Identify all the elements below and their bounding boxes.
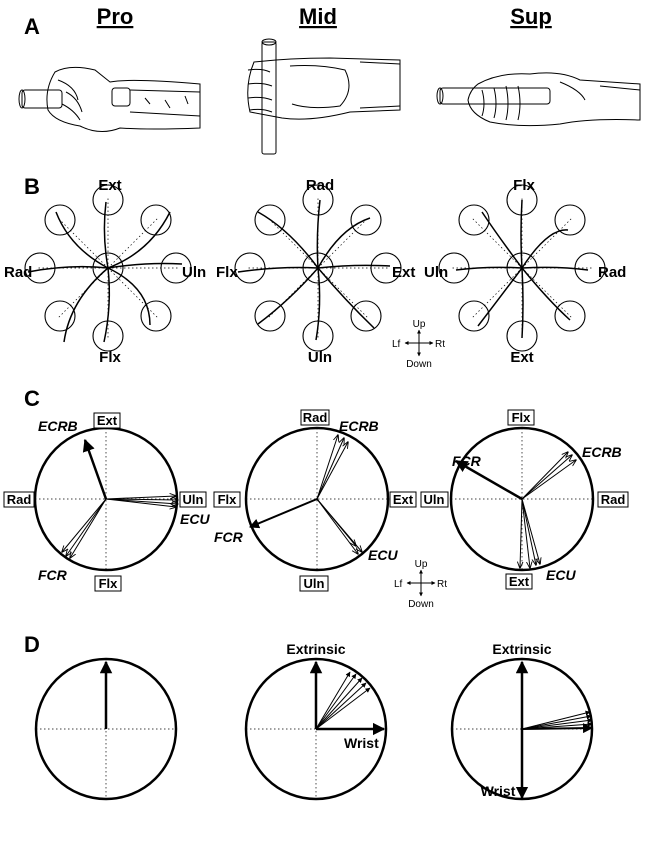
compass-b-down: Down bbox=[406, 359, 432, 370]
sup-label-ecrb: ECRB bbox=[582, 444, 622, 460]
muscle-vectors-mid bbox=[244, 426, 390, 572]
sup-box-up bbox=[507, 409, 535, 426]
sup-label-ecu: ECU bbox=[546, 567, 576, 583]
pro-dir-left: Rad bbox=[4, 264, 32, 281]
sup-box-right bbox=[597, 491, 629, 508]
trajectory-diagram-pronated bbox=[24, 184, 192, 352]
pro-box-up bbox=[93, 412, 121, 429]
compass-c-down: Down bbox=[408, 599, 434, 610]
mid-box-right-text: Ext bbox=[393, 492, 414, 507]
muscle-vectors-pronated bbox=[33, 426, 178, 572]
vector-summary-pronated bbox=[34, 657, 178, 801]
sup-box-down bbox=[505, 573, 533, 590]
pro-box-down bbox=[94, 575, 122, 592]
mid-label-ecu: ECU bbox=[368, 547, 398, 563]
pro-box-left bbox=[3, 491, 35, 508]
pro-label-fcr: FCR bbox=[38, 567, 68, 583]
compass-c-right: Rt bbox=[437, 579, 447, 590]
sup-box-left-text: Uln bbox=[424, 492, 445, 507]
sup-dir-left: Uln bbox=[424, 264, 448, 281]
mid-dir-up: Rad bbox=[306, 177, 334, 194]
pro-dir-down: Flx bbox=[99, 349, 121, 366]
pro-label-ecrb: ECRB bbox=[38, 418, 78, 434]
compass-b-left: Lf bbox=[392, 339, 401, 350]
sup-label-fcr: FCR bbox=[452, 453, 482, 469]
panel-label-d: D bbox=[24, 632, 40, 657]
mid-box-right bbox=[389, 491, 417, 508]
muscle-vectors-supinated bbox=[449, 426, 595, 572]
panel-label-a: A bbox=[24, 14, 40, 39]
mid-box-down-text: Uln bbox=[304, 576, 325, 591]
mid-label-wrist: Wrist bbox=[344, 735, 379, 751]
pro-box-up-text: Ext bbox=[97, 413, 118, 428]
vector-summary-mid bbox=[244, 657, 388, 801]
compass-b-up: Up bbox=[413, 319, 426, 330]
posture-title-mid: Mid bbox=[299, 4, 337, 29]
pro-box-right-text: Uln bbox=[183, 492, 204, 507]
pro-dir-up: Ext bbox=[98, 177, 121, 194]
mid-box-left-text: Flx bbox=[218, 492, 238, 507]
mid-box-down bbox=[299, 575, 329, 592]
trajectory-diagram-mid bbox=[234, 184, 402, 352]
posture-title-sup: Sup bbox=[510, 4, 552, 29]
hand-illustration-supinated bbox=[436, 72, 641, 127]
compass-c-up: Up bbox=[415, 559, 428, 570]
mid-dir-right: Ext bbox=[392, 264, 415, 281]
sup-dir-right: Rad bbox=[598, 264, 626, 281]
sup-box-left bbox=[420, 491, 449, 508]
sup-box-down-text: Ext bbox=[509, 574, 530, 589]
hand-illustration-pronated bbox=[18, 66, 201, 132]
sup-dir-up: Flx bbox=[513, 177, 535, 194]
hand-illustration-mid bbox=[247, 38, 401, 155]
mid-box-up bbox=[300, 409, 330, 426]
mid-label-extrinsic: Extrinsic bbox=[286, 641, 345, 657]
mid-label-fcr: FCR bbox=[214, 529, 244, 545]
sup-label-wrist: Wrist bbox=[481, 783, 516, 799]
panel-label-b: B bbox=[24, 174, 40, 199]
pro-box-down-text: Flx bbox=[99, 576, 119, 591]
pro-dir-right: Uln bbox=[182, 264, 206, 281]
mid-dir-left: Flx bbox=[216, 264, 238, 281]
sup-label-extrinsic: Extrinsic bbox=[492, 641, 551, 657]
sup-dir-down: Ext bbox=[510, 349, 533, 366]
pro-label-ecu: ECU bbox=[180, 511, 210, 527]
compass-b-right: Rt bbox=[435, 339, 445, 350]
vector-summary-supinated bbox=[450, 657, 594, 801]
compass-c bbox=[406, 569, 436, 597]
trajectory-diagram-supinated bbox=[438, 184, 606, 352]
sup-box-right-text: Rad bbox=[601, 492, 626, 507]
mid-box-up-text: Rad bbox=[303, 410, 328, 425]
mid-dir-down: Uln bbox=[308, 349, 332, 366]
sup-box-up-text: Flx bbox=[512, 410, 532, 425]
pro-box-right bbox=[179, 491, 207, 508]
pro-box-left-text: Rad bbox=[7, 492, 32, 507]
posture-title-pro: Pro bbox=[97, 4, 134, 29]
panel-label-c: C bbox=[24, 386, 40, 411]
compass-b bbox=[404, 329, 434, 357]
mid-label-ecrb: ECRB bbox=[339, 418, 379, 434]
compass-c-left: Lf bbox=[394, 579, 403, 590]
mid-box-left bbox=[213, 491, 241, 508]
